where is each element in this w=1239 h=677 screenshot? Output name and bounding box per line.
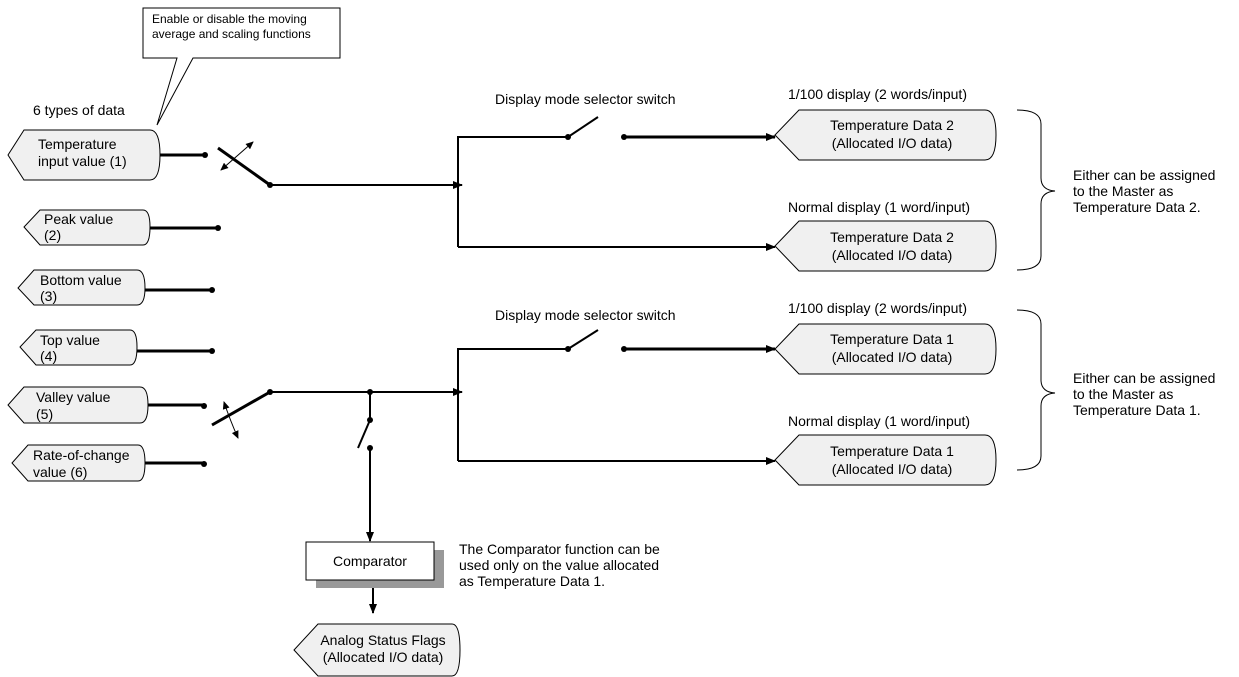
output-header-1: 1/100 display (2 words/input) — [788, 86, 967, 102]
bottom-bus — [270, 348, 776, 465]
output-label-2a: Temperature Data 2 — [830, 229, 954, 245]
input-shape-3 — [17, 269, 146, 306]
top-selector-switch — [217, 141, 273, 188]
output-label-1b: (Allocated I/O data) — [831, 135, 953, 151]
output-label-2b: (Allocated I/O data) — [831, 247, 953, 263]
output-header-2: Normal display (1 word/input) — [788, 199, 971, 215]
output-header-3: 1/100 display (2 words/input) — [788, 300, 967, 316]
callout-bubble — [142, 7, 341, 126]
input-shape-5 — [7, 386, 149, 424]
input-label-1a: Temperature — [38, 136, 117, 152]
input-shapes — [7, 129, 161, 482]
output-shapes — [293, 109, 997, 677]
output-shape-4 — [774, 434, 997, 486]
comparator-note-1: The Comparator function can be — [459, 541, 660, 557]
input-label-5b: (5) — [36, 406, 54, 422]
input-shape-4 — [19, 329, 138, 366]
input-label-5a: Valley value — [36, 389, 111, 405]
output-label-4a: Temperature Data 1 — [830, 443, 954, 459]
switch-label-top: Display mode selector switch — [495, 91, 676, 107]
braces — [1016, 109, 1056, 471]
input-stubs — [137, 153, 217, 465]
input-label-3b: (3) — [40, 288, 58, 304]
assign-note-top-2: to the Master as — [1073, 183, 1174, 199]
output-label-3a: Temperature Data 1 — [830, 331, 954, 347]
switch-label-bottom: Display mode selector switch — [495, 307, 676, 323]
output-shape-2 — [774, 220, 997, 272]
brace-bottom — [1016, 309, 1056, 471]
assign-note-bottom-3: Temperature Data 1. — [1073, 402, 1201, 418]
assign-note-top-3: Temperature Data 2. — [1073, 199, 1201, 215]
status-flags-shape — [293, 623, 461, 677]
comparator-note-2: used only on the value allocated — [459, 557, 660, 573]
output-shape-3 — [774, 323, 997, 375]
input-label-2a: Peak value — [44, 211, 114, 227]
input-label-4b: (4) — [40, 348, 58, 364]
output-header-4: Normal display (1 word/input) — [788, 413, 971, 429]
status-flags-label-1: Analog Status Flags — [320, 632, 446, 648]
input-shape-1 — [7, 129, 161, 181]
top-display-switch — [565, 116, 776, 141]
comparator-note-3: as Temperature Data 1. — [459, 573, 606, 589]
callout-text-line1: Enable or disable the moving — [152, 12, 307, 26]
callout-text-line2: average and scaling functions — [152, 27, 311, 41]
output-shape-1 — [774, 109, 997, 161]
comparator-box — [305, 541, 435, 581]
comparator-label: Comparator — [333, 553, 407, 569]
assign-note-bottom-2: to the Master as — [1073, 386, 1174, 402]
output-label-4b: (Allocated I/O data) — [831, 461, 953, 477]
data-types-label: 6 types of data — [33, 102, 125, 118]
assign-note-bottom-1: Either can be assigned — [1073, 370, 1216, 386]
bottom-display-switch — [565, 329, 776, 353]
input-label-2b: (2) — [44, 227, 62, 243]
input-label-3a: Bottom value — [40, 272, 122, 288]
input-label-1b: input value (1) — [38, 153, 127, 169]
input-label-6b: value (6) — [33, 464, 88, 480]
bottom-selector-switch — [211, 389, 273, 439]
output-label-1a: Temperature Data 2 — [830, 117, 954, 133]
top-bus — [270, 136, 776, 251]
output-label-3b: (Allocated I/O data) — [831, 349, 953, 365]
assign-note-top-1: Either can be assigned — [1073, 167, 1216, 183]
status-flags-label-2: (Allocated I/O data) — [322, 649, 444, 665]
comparator-branch — [357, 389, 377, 614]
brace-top — [1016, 109, 1056, 271]
input-label-6a: Rate-of-change — [33, 447, 130, 463]
input-label-4a: Top value — [40, 332, 100, 348]
input-dots — [201, 152, 221, 467]
